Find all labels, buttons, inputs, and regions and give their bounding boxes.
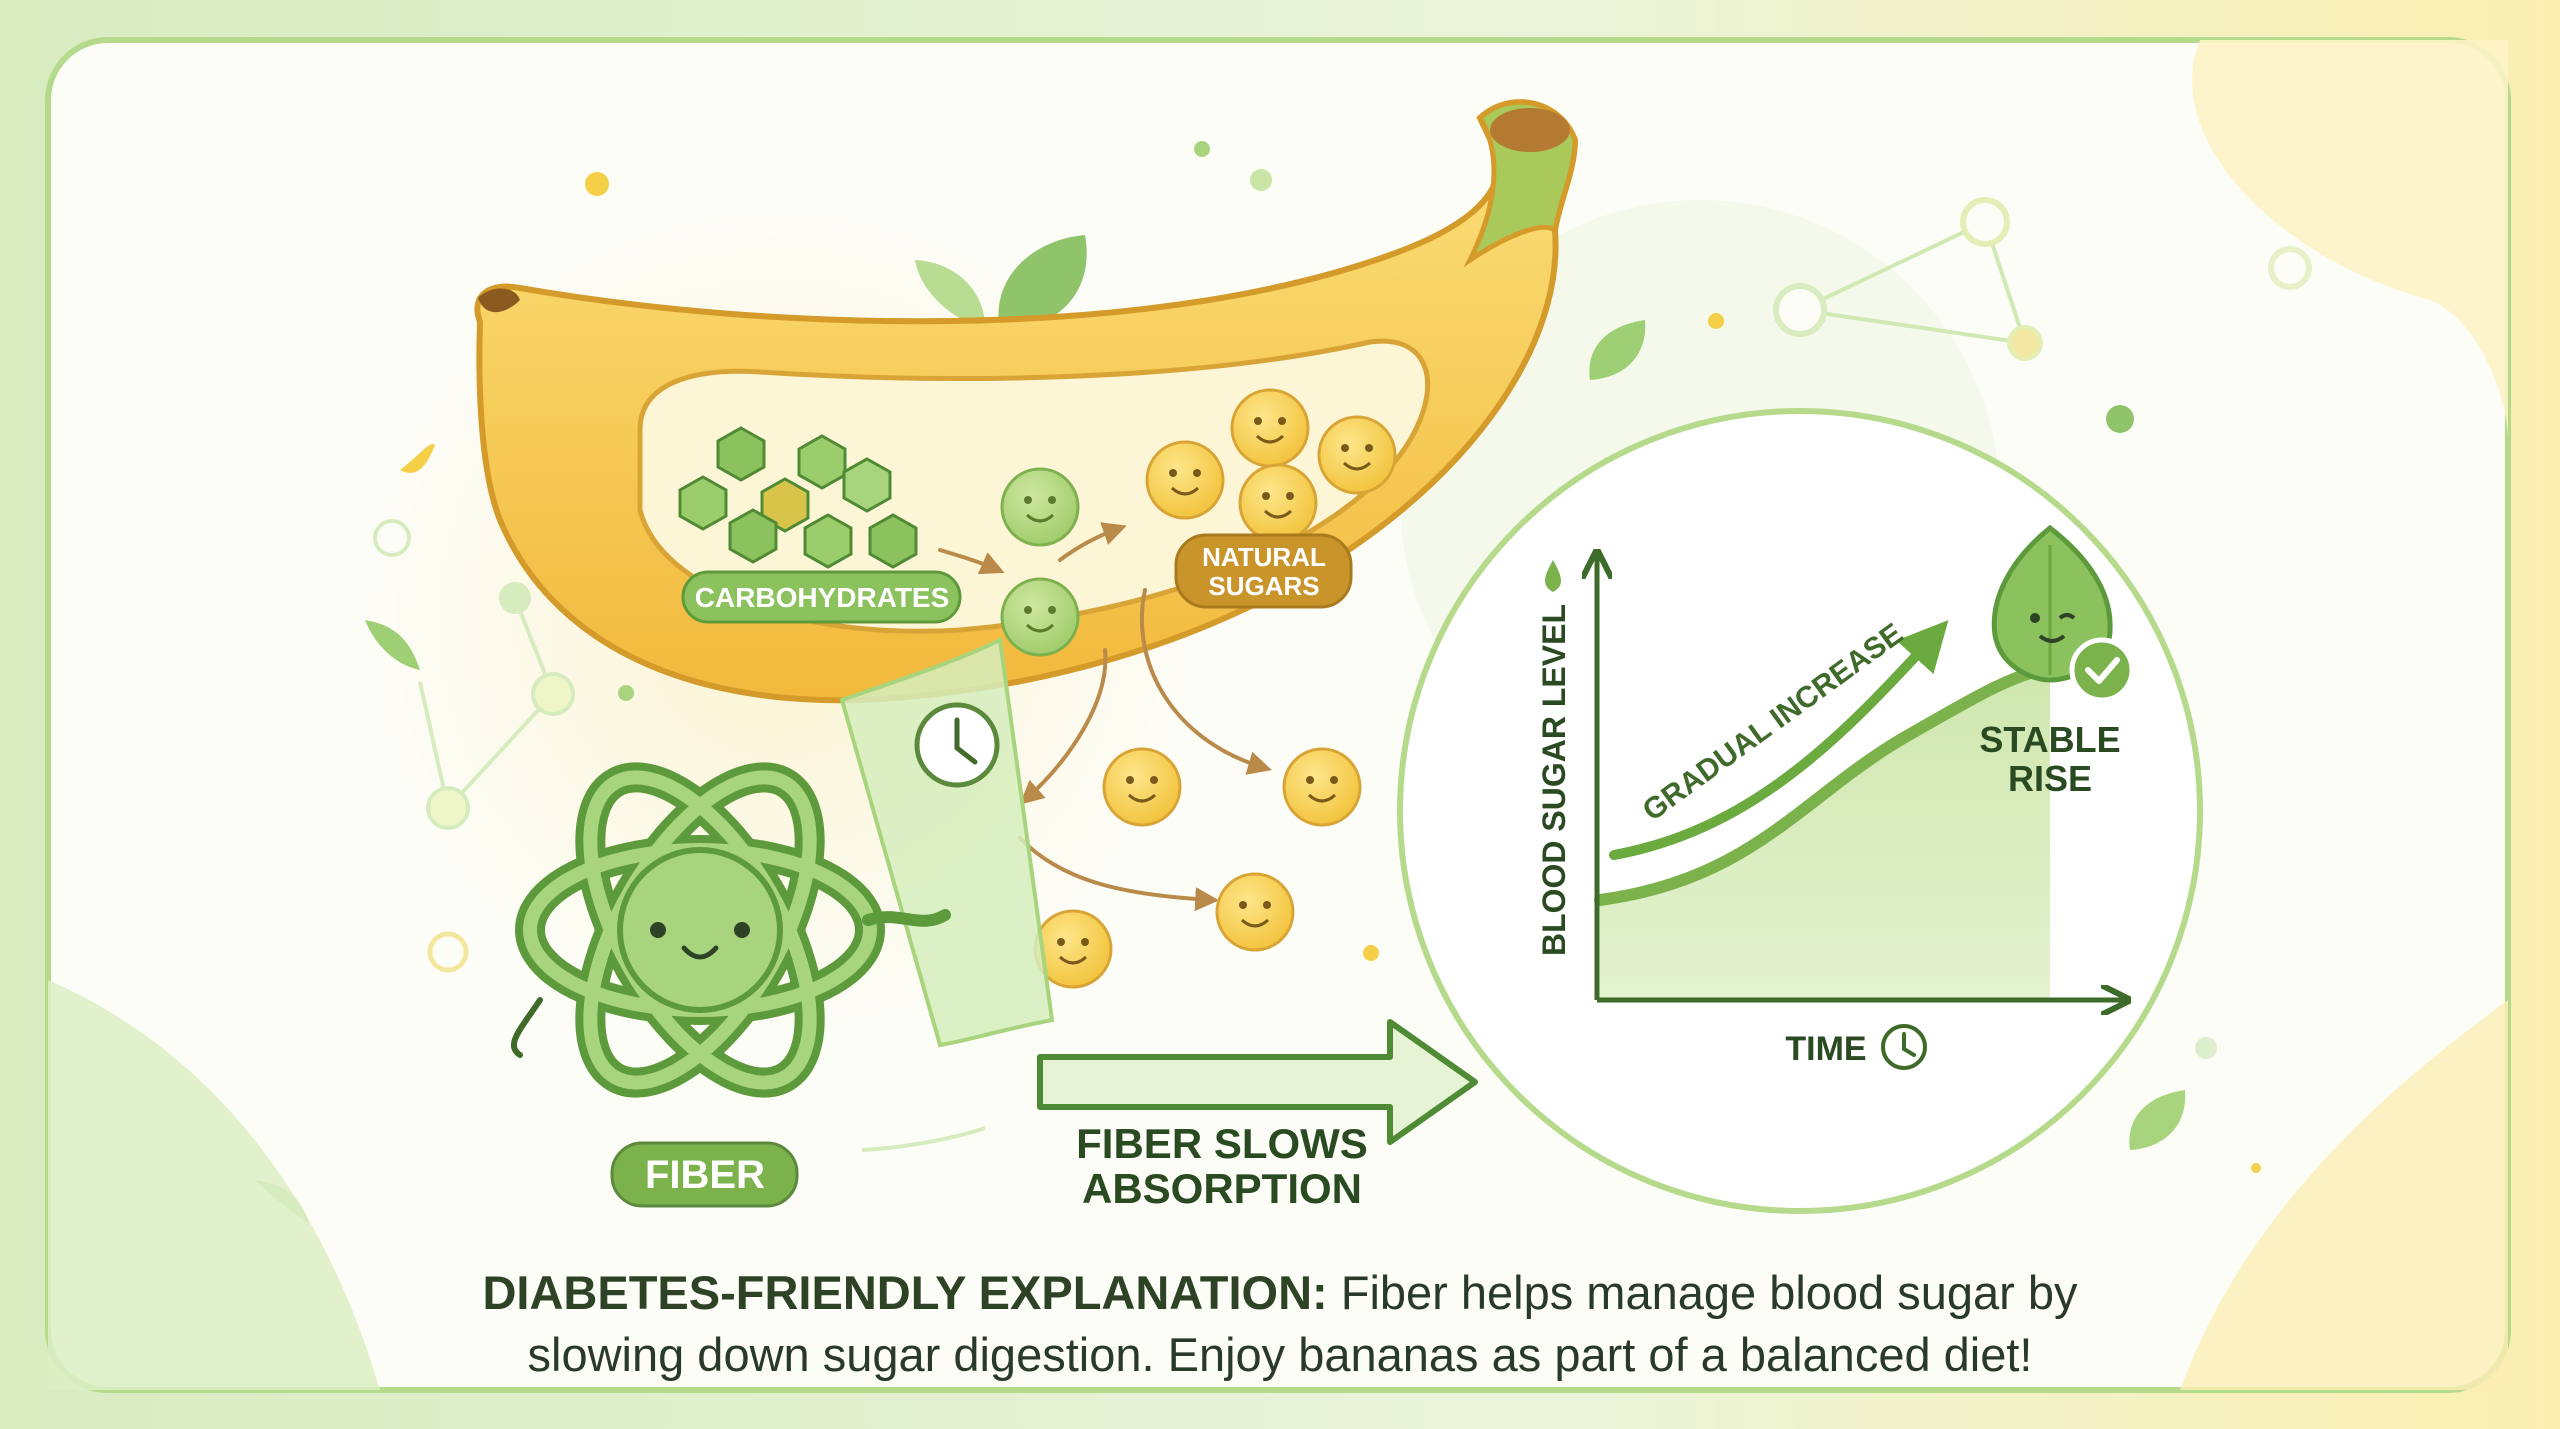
leaf-icon [400,444,435,473]
fiber-slows-arrow: FIBER SLOWS ABSORPTION [1037,1019,1478,1212]
confetti-dots [585,141,2261,1173]
banana-tip [478,288,520,313]
explanation-caption: DIABETES-FRIENDLY EXPLANATION: Fiber hel… [300,1262,2260,1386]
smiley-icon [1230,388,1310,468]
leaf-icon [915,235,1087,330]
banana-stem-tip [1490,108,1570,152]
blood-sugar-curve [1594,662,2056,906]
leaf-icon [365,620,420,670]
stable-rise-label: STABLE [1979,719,2120,760]
fiber-character [511,762,951,1098]
y-axis-label: BLOOD SUGAR LEVEL [1536,604,1572,956]
corner-wave [2192,40,2508,440]
fiber-arm [511,997,543,1058]
smiley-icon [1282,747,1362,827]
leaf-icon [2129,1090,2186,1150]
smiley-icon [1238,463,1318,543]
smiley-icon [1000,467,1080,547]
leaf-icon [255,1180,310,1225]
fiber-label: FIBER [610,1141,799,1208]
decorative-swoosh [861,1126,986,1152]
fiber-arm [862,909,951,927]
caption-lead: DIABETES-FRIENDLY EXPLANATION: [482,1266,1328,1319]
molecule-decoration [1773,197,2312,361]
water-drop-icon [1545,560,1561,592]
stable-rise-leaf [1991,524,2135,703]
natural-sugars-label: NATURAL SUGARS [1174,533,1353,609]
caption-body-2: slowing down sugar digestion. Enjoy bana… [527,1328,2033,1381]
check-icon [2069,637,2135,703]
svg-text:ABSORPTION: ABSORPTION [1082,1165,1362,1212]
natural-sugar-molecules [1033,388,1397,989]
svg-text:CARBOHYDRATES: CARBOHYDRATES [695,582,950,613]
x-axis-label: TIME [1785,1030,1866,1068]
smiley-icon [1215,872,1295,952]
fiber-barrier [839,636,1055,1048]
digestion-arrows [938,522,1272,912]
gradual-increase-arrow [1609,620,1949,860]
svg-text:FIBER SLOWS: FIBER SLOWS [1076,1120,1368,1167]
carbohydrate-molecules [678,426,918,569]
caption-body-1: Fiber helps manage blood sugar by [1327,1266,2078,1319]
svg-text:FIBER: FIBER [645,1153,765,1197]
carbohydrates-label: CARBOHYDRATES [681,570,962,624]
area-under-curve [1600,668,2050,998]
clock-icon [1881,1024,1927,1070]
smiley-icon [1145,440,1225,520]
leaf-icon [1589,320,1646,380]
smiley-icon [1102,747,1182,827]
smiley-icon [1317,415,1397,495]
corner-wave [2180,1000,2508,1390]
stable-rise-label: RISE [2008,758,2092,799]
corner-wave [48,980,380,1390]
blood-sugar-graph: GRADUAL INCREASE BLOOD SUGAR LEVEL TIME … [1397,408,2203,1214]
molecule-decoration [373,519,575,973]
svg-text:SUGARS: SUGARS [1208,571,1319,601]
smiley-icon [1000,577,1080,657]
svg-text:NATURAL: NATURAL [1202,542,1326,572]
